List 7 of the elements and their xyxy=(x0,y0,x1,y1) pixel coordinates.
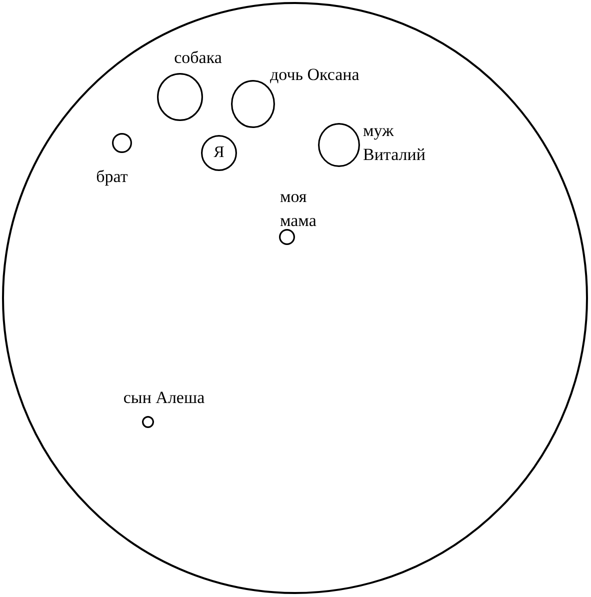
person-label: собака xyxy=(173,47,223,69)
person-label: муж Виталий xyxy=(363,120,426,166)
circle-label: Я xyxy=(214,144,224,162)
person-label: брат xyxy=(95,166,129,188)
person-label: дочь Оксана xyxy=(270,64,360,86)
person-label: сын Алеша xyxy=(122,387,206,409)
person-label: моя мама xyxy=(280,186,318,232)
